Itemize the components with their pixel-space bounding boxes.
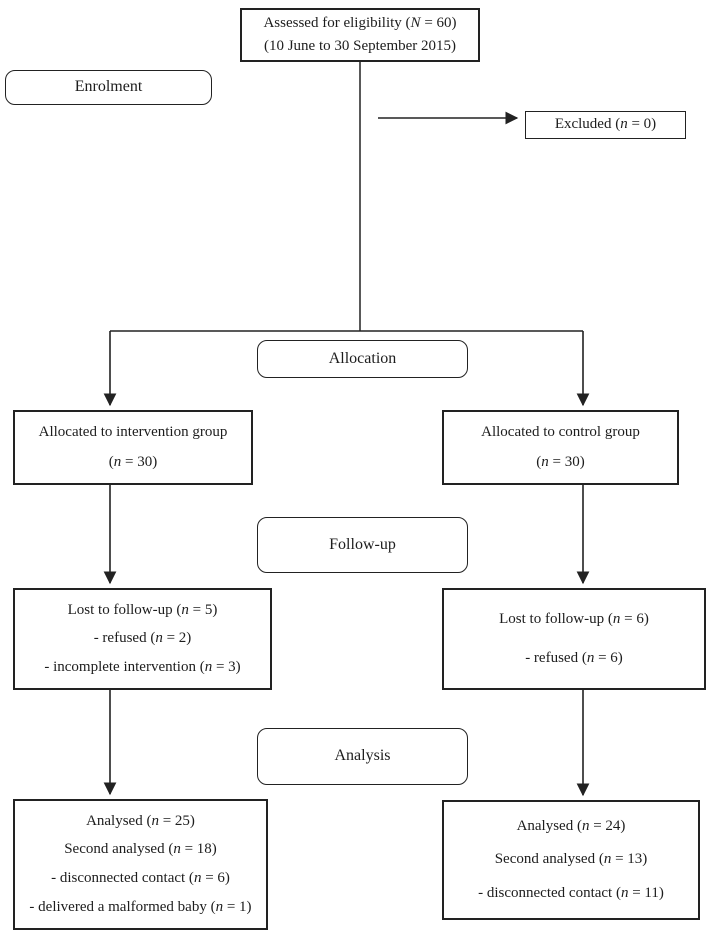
lost-intervention-reason-incomplete: - incomplete intervention (n = 3) bbox=[44, 659, 241, 676]
analysed-intervention-box: Analysed (n = 25) Second analysed (n = 1… bbox=[13, 799, 268, 930]
analysed-control-count: Analysed (n = 24) bbox=[516, 818, 626, 835]
excluded-box: Excluded (n = 0) bbox=[525, 111, 686, 139]
excluded-count: Excluded (n = 0) bbox=[554, 116, 657, 133]
allocated-intervention-box: Allocated to intervention group (n = 30) bbox=[13, 410, 253, 485]
stage-label-allocation: Allocation bbox=[257, 340, 468, 378]
eligibility-count: Assessed for eligibility (N = 60) bbox=[263, 15, 457, 32]
allocated-intervention-count: (n = 30) bbox=[108, 453, 158, 470]
analysed-intervention-count: Analysed (n = 25) bbox=[86, 812, 195, 829]
allocated-control-count: (n = 30) bbox=[536, 453, 585, 470]
lost-control-reason-refused: - refused (n = 6) bbox=[525, 649, 623, 666]
stage-label-analysis: Analysis bbox=[257, 728, 468, 785]
analysed-intervention-disconnected: - disconnected contact (n = 6) bbox=[51, 870, 230, 887]
lost-intervention-reason-refused: - refused (n = 2) bbox=[93, 630, 192, 647]
allocated-intervention-title: Allocated to intervention group bbox=[38, 424, 228, 441]
analysed-control-second-count: Second analysed (n = 13) bbox=[494, 851, 648, 868]
lost-intervention-count: Lost to follow-up (n = 5) bbox=[67, 601, 218, 618]
lost-control-box: Lost to follow-up (n = 6) - refused (n =… bbox=[442, 588, 706, 690]
stage-label-analysis-text: Analysis bbox=[334, 747, 391, 765]
analysed-intervention-second-count: Second analysed (n = 18) bbox=[64, 841, 217, 858]
allocated-control-title: Allocated to control group bbox=[481, 424, 640, 441]
stage-label-enrolment: Enrolment bbox=[5, 70, 212, 105]
allocated-control-box: Allocated to control group (n = 30) bbox=[442, 410, 679, 485]
lost-control-count: Lost to follow-up (n = 6) bbox=[499, 611, 649, 628]
analysed-control-disconnected: - disconnected contact (n = 11) bbox=[478, 884, 664, 901]
stage-label-follow-up: Follow-up bbox=[257, 517, 468, 573]
eligibility-box: Assessed for eligibility (N = 60) (10 Ju… bbox=[240, 8, 480, 62]
analysed-control-box: Analysed (n = 24) Second analysed (n = 1… bbox=[442, 800, 700, 920]
stage-label-follow-up-text: Follow-up bbox=[329, 535, 396, 553]
analysed-intervention-malformed: - delivered a malformed baby (n = 1) bbox=[29, 899, 252, 916]
eligibility-dates: (10 June to 30 September 2015) bbox=[263, 37, 457, 54]
lost-intervention-box: Lost to follow-up (n = 5) - refused (n =… bbox=[13, 588, 272, 690]
stage-label-allocation-text: Allocation bbox=[328, 349, 397, 367]
stage-label-enrolment-text: Enrolment bbox=[74, 78, 143, 96]
